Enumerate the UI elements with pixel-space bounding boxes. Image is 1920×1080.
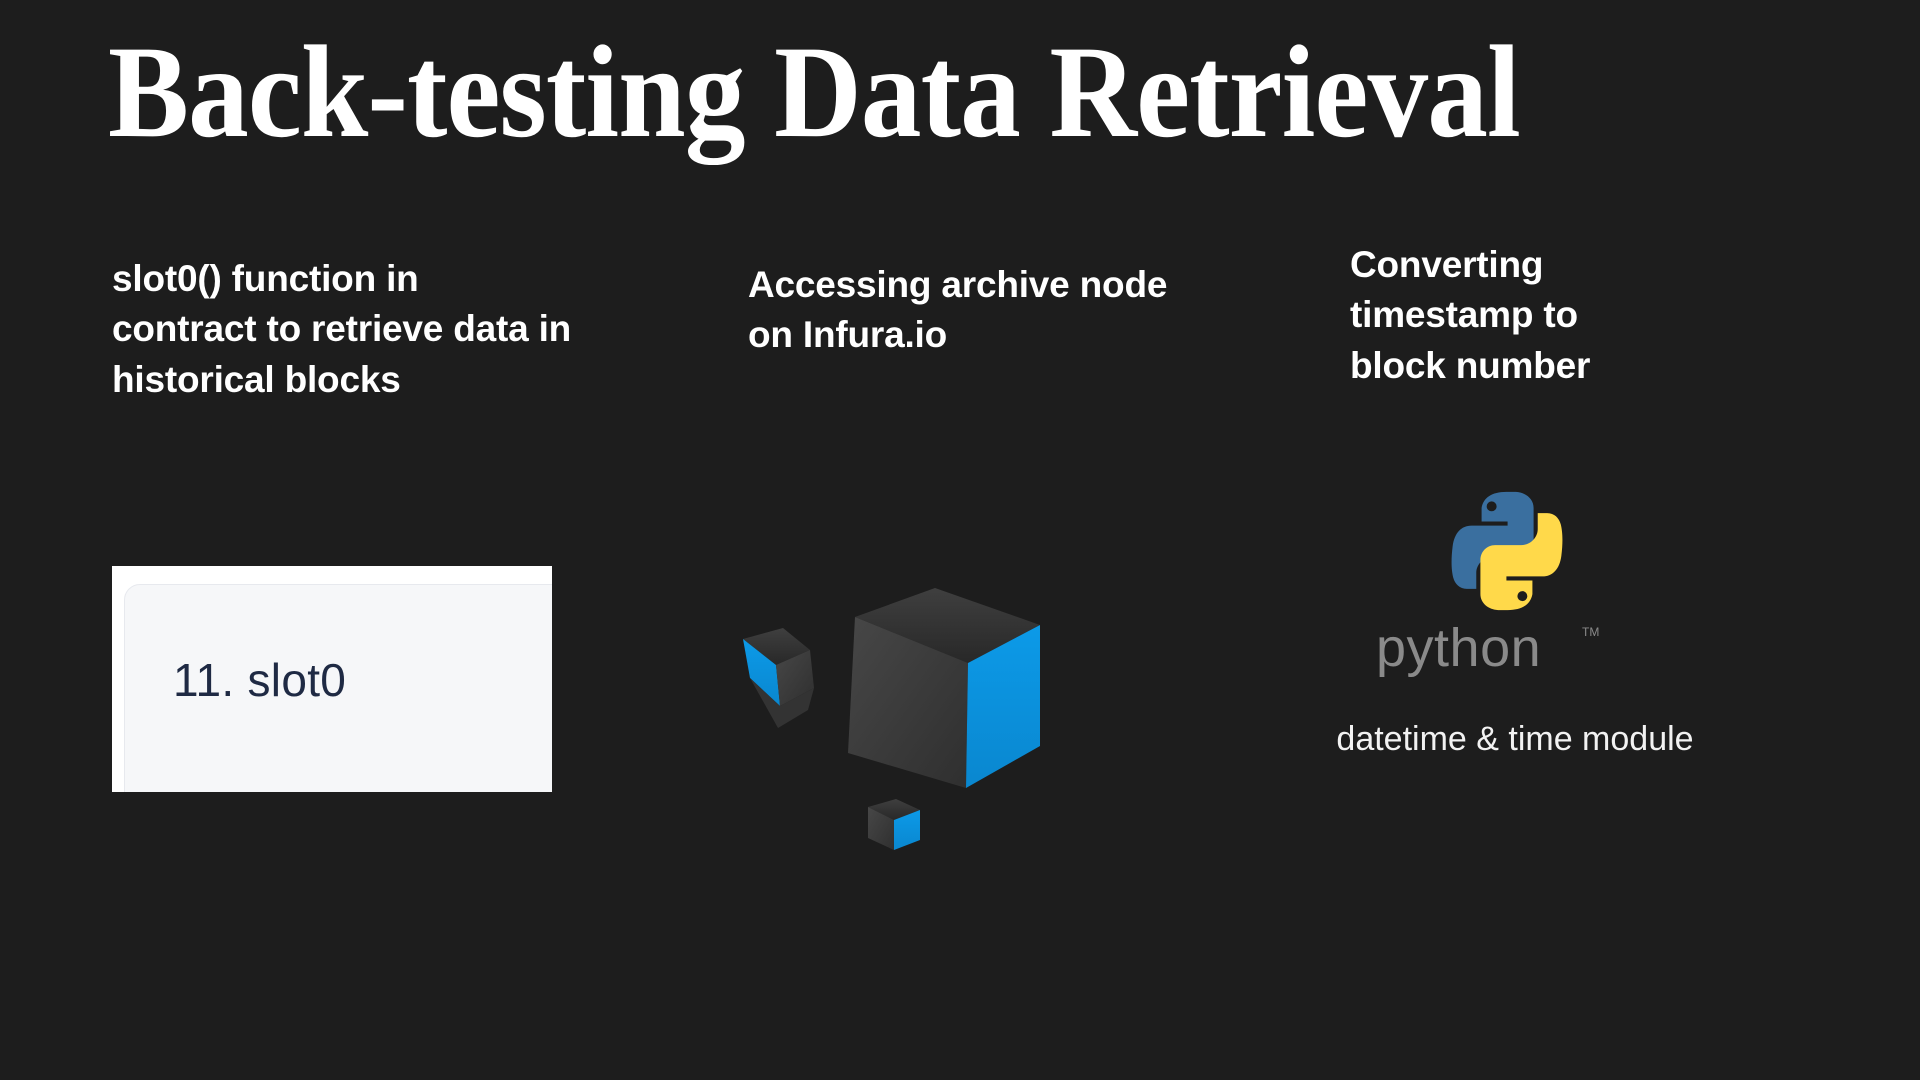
slot0-screenshot-card: 11. slot0 bbox=[112, 566, 552, 792]
svg-text:TM: TM bbox=[1582, 625, 1599, 639]
python-icon bbox=[1402, 486, 1612, 616]
svg-text:python: python bbox=[1376, 620, 1541, 678]
slot0-card-inner-panel: 11. slot0 bbox=[124, 584, 552, 792]
column-infura: Accessing archive node on Infura.io bbox=[743, 0, 1178, 1080]
column-heading-infura: Accessing archive node on Infura.io bbox=[748, 264, 1168, 356]
column-heading-slot0: slot0() function in contract to retrieve… bbox=[112, 258, 572, 400]
python-module-caption: datetime & time module bbox=[1336, 720, 1694, 758]
python-wordmark: python TM bbox=[1370, 620, 1650, 678]
column-slot0: slot0() function in contract to retrieve… bbox=[112, 0, 582, 1080]
infura-cubes-icon bbox=[688, 510, 1108, 870]
slot0-card-label: 11. slot0 bbox=[173, 654, 347, 706]
column-timestamp: Converting timestamp to block number pyt… bbox=[1336, 0, 1693, 1080]
column-heading-timestamp: Converting timestamp to block number bbox=[1350, 244, 1591, 386]
page-title: Back-testing Data Retrieval bbox=[108, 18, 1521, 165]
